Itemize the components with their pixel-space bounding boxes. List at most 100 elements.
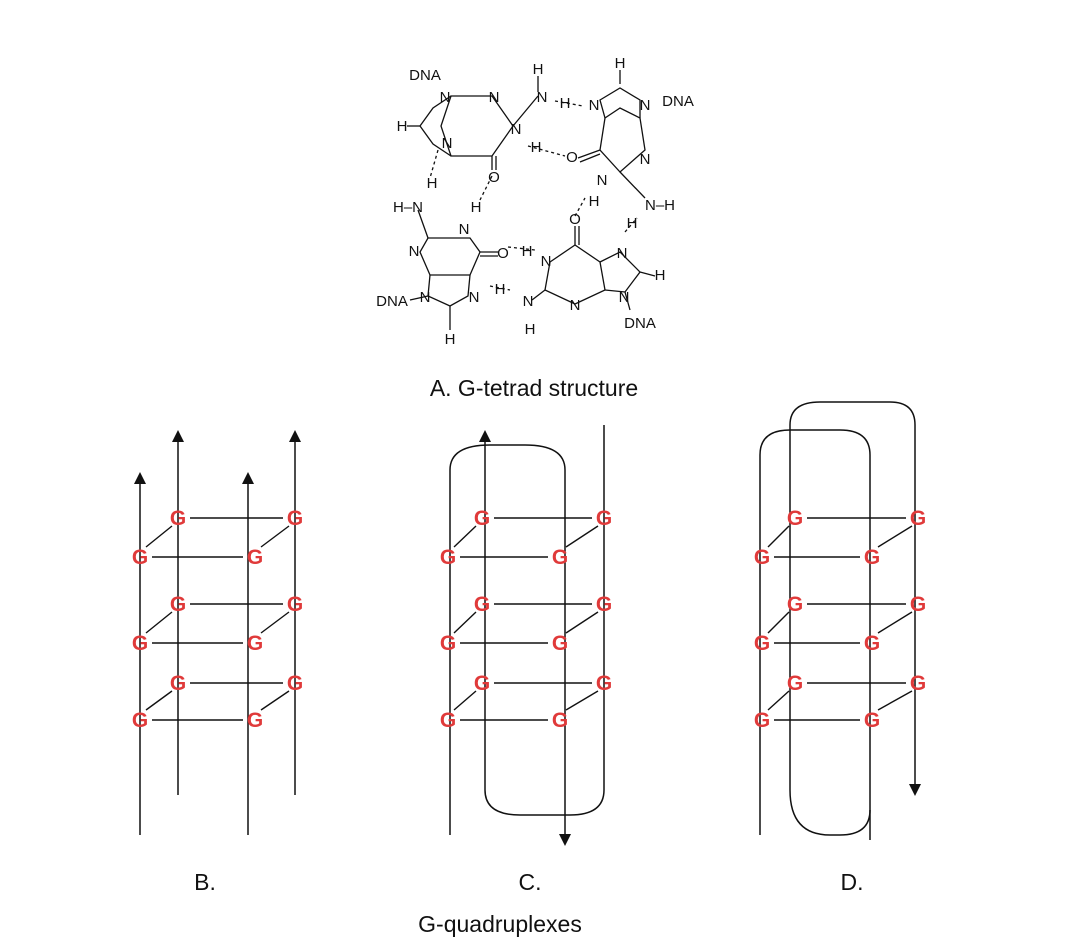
atom-n: N: [511, 121, 522, 138]
guanine-label: G: [787, 507, 803, 530]
guanine-label: G: [910, 507, 926, 530]
atom-h: H: [560, 95, 571, 112]
atom-n: N: [420, 289, 431, 306]
dna-label-top-right: DNA: [662, 93, 694, 110]
panel-a-caption: A. G-tetrad structure: [430, 375, 638, 401]
panel-d-label: D.: [841, 869, 864, 895]
strand: [789, 789, 871, 836]
atom-n: N: [541, 253, 552, 270]
guanine-label: G: [596, 507, 612, 530]
guanine-label: G: [440, 632, 456, 655]
guanine-label: G: [864, 546, 880, 569]
atom-n: N: [617, 245, 628, 262]
guanine-label: G: [474, 593, 490, 616]
tetrad-bond: [767, 611, 790, 634]
atom-o: O: [569, 211, 581, 228]
guanine-label: G: [247, 546, 263, 569]
atom-h: H: [589, 193, 600, 210]
figure-title: G-quadruplexes: [418, 911, 582, 937]
atom-h: H: [397, 118, 408, 135]
guanine-top-right: [577, 70, 646, 199]
dna-label-bottom-left: DNA: [376, 293, 408, 310]
dna-label-bottom-right: DNA: [624, 315, 656, 332]
atom-h: H: [627, 215, 638, 232]
atom-n: N: [619, 289, 630, 306]
atom-h: H: [615, 55, 626, 72]
atom-n: N: [640, 151, 651, 168]
atom-h: H: [525, 321, 536, 338]
guanine-label: G: [287, 672, 303, 695]
atom-n: N: [469, 289, 480, 306]
strand: [759, 429, 871, 840]
guanine-bottom-right: [531, 226, 656, 311]
guanine-label: G: [596, 593, 612, 616]
atom-n: N: [537, 89, 548, 106]
guanine-label: G: [132, 546, 148, 569]
guanine-label: G: [474, 507, 490, 530]
tetrad-bond: [145, 611, 173, 634]
tetrad-bond: [453, 611, 477, 634]
tetrad-bond: [260, 611, 290, 634]
guanine-label: G: [552, 709, 568, 732]
strand-arrow: [789, 401, 921, 796]
guanine-label: G: [754, 546, 770, 569]
tetrad-bond: [453, 690, 477, 711]
guanine-bottom-left: [409, 209, 498, 330]
atom-n: N: [440, 89, 451, 106]
panel-a-g-tetrad: [407, 70, 656, 330]
guanine-label: G: [864, 709, 880, 732]
atom-h: H: [445, 331, 456, 348]
atom-n: N: [570, 297, 581, 314]
dna-label-top-left: DNA: [409, 67, 441, 84]
guanine-label: G: [787, 593, 803, 616]
guanine-label: G: [552, 546, 568, 569]
guanine-label: G: [864, 632, 880, 655]
panel-c-label: C.: [519, 869, 542, 895]
atom-n: N: [442, 135, 453, 152]
guanine-label: G: [132, 709, 148, 732]
guanine-label: G: [287, 593, 303, 616]
hydrogen-bonds: [429, 100, 638, 291]
atom-n: N: [589, 97, 600, 114]
guanine-label: G: [474, 672, 490, 695]
guanine-label: G: [170, 507, 186, 530]
atom-hn: H–N: [393, 199, 423, 216]
guanine-label: G: [910, 672, 926, 695]
tetrad-bond: [565, 690, 599, 711]
atom-nh: N–H: [645, 197, 675, 214]
guanine-label: G: [440, 709, 456, 732]
tetrad-bond: [260, 525, 290, 548]
tetrad-bond: [565, 611, 599, 634]
guanine-label: G: [287, 507, 303, 530]
atom-h: H: [655, 267, 666, 284]
atom-n: N: [459, 221, 470, 238]
guanine-label: G: [596, 672, 612, 695]
atom-o: O: [488, 169, 500, 186]
atom-h: H: [522, 243, 533, 260]
atom-h: H: [471, 199, 482, 216]
atom-o: O: [566, 149, 578, 166]
guanine-label: G: [754, 632, 770, 655]
guanine-label: G: [132, 632, 148, 655]
atom-n: N: [409, 243, 420, 260]
guanine-label: G: [440, 546, 456, 569]
tetrad-bond: [145, 525, 173, 548]
guanine-label: G: [247, 632, 263, 655]
panel-b-label: B.: [194, 869, 216, 895]
guanine-label: G: [787, 672, 803, 695]
atom-h: H: [427, 175, 438, 192]
tetrad-bond: [767, 690, 790, 711]
tetrad-bond: [767, 525, 790, 548]
guanine-label: G: [170, 672, 186, 695]
atom-h: H: [495, 281, 506, 298]
atom-h: H: [533, 61, 544, 78]
guanine-top-left: [407, 76, 539, 170]
tetrad-bond: [453, 525, 477, 548]
guanine-label: G: [754, 709, 770, 732]
atom-n: N: [489, 89, 500, 106]
atom-h: H: [531, 139, 542, 156]
